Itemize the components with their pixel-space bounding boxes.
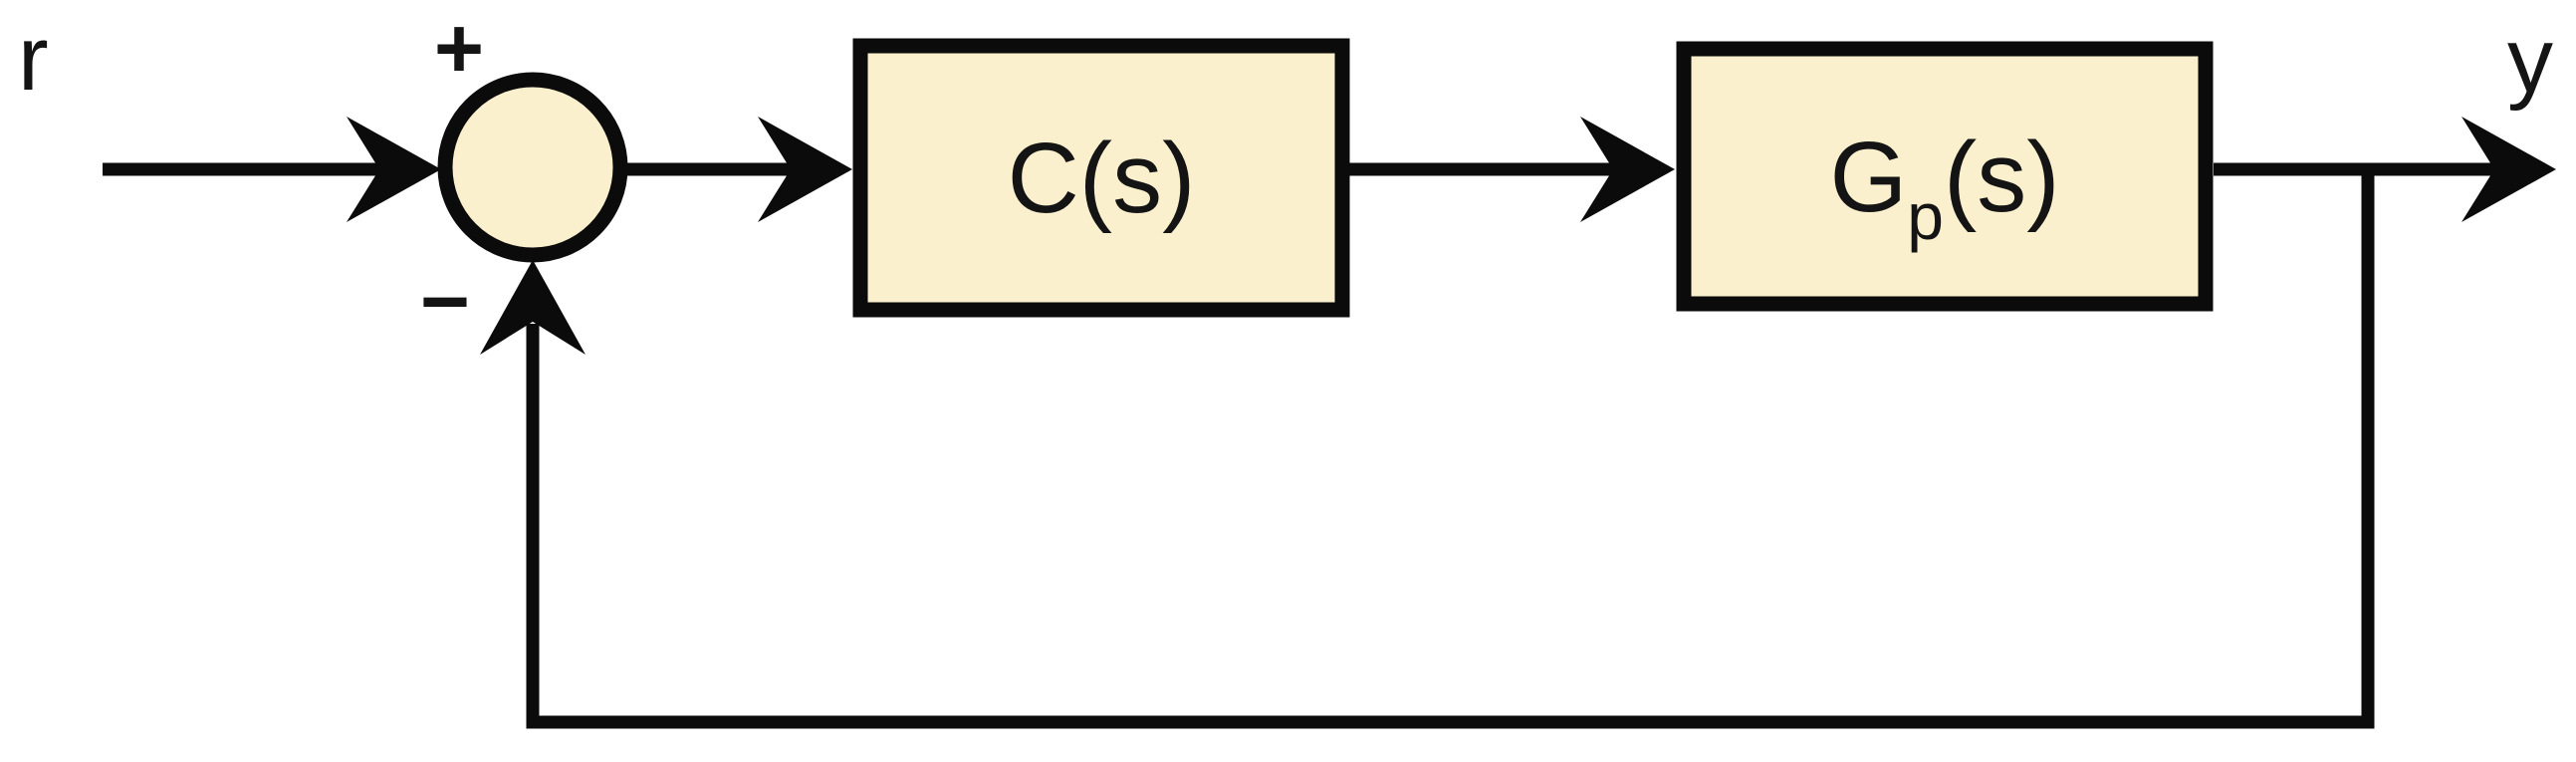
feedback-arrowhead-icon (480, 260, 585, 355)
summing-junction-circle (437, 72, 628, 263)
sum-minus-sign: − (420, 254, 470, 350)
feedback-path-wire (526, 169, 2375, 729)
plant-label-subscript: p (1907, 179, 1944, 253)
plant-block-label: Gp(s) (1829, 122, 2059, 253)
arrowhead-into-summing-junction-icon (347, 117, 441, 222)
output-signal-label: y (2507, 10, 2553, 112)
arrowhead-into-plant-icon (1580, 117, 1675, 222)
controller-block (852, 38, 1350, 318)
output-arrowhead-icon (2461, 117, 2556, 222)
input-signal-label: r (18, 8, 49, 110)
plant-label-main: G (1829, 122, 1907, 233)
plant-label-rest: (s) (1944, 122, 2060, 233)
controller-block-label: C(s) (1008, 123, 1196, 234)
arrowhead-into-controller-icon (758, 117, 852, 222)
plant-block (1676, 41, 2214, 312)
sum-plus-sign: + (434, 1, 484, 97)
